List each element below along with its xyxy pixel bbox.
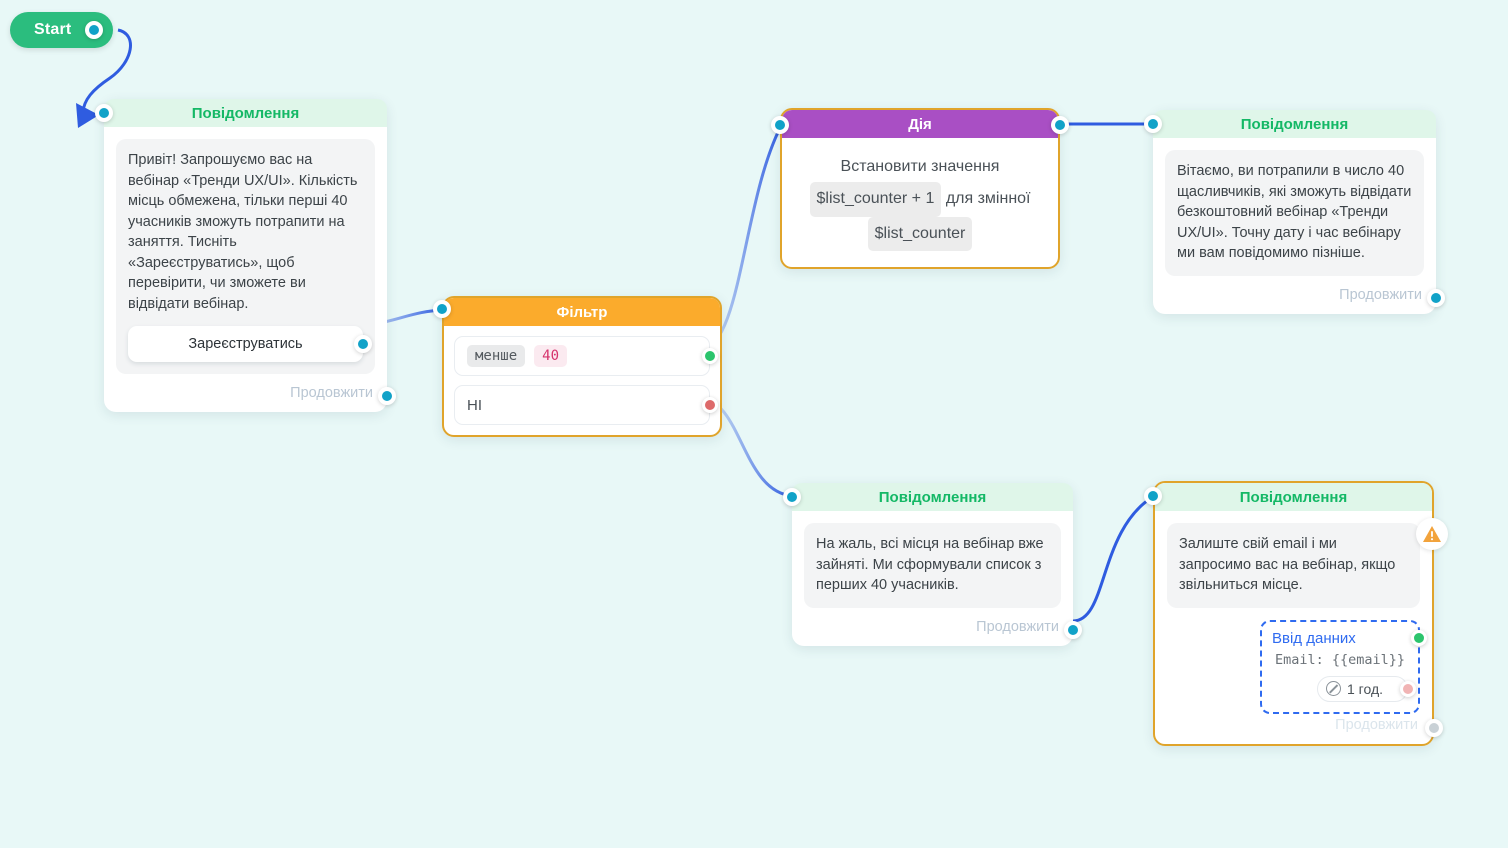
- success-continue-label: Продовжити: [1339, 286, 1422, 303]
- data-input-timeout-chip[interactable]: 1 год.: [1316, 675, 1416, 702]
- wire-full-to-email: [1072, 494, 1155, 623]
- action-body: Встановити значення $list_counter + 1 дл…: [782, 138, 1058, 267]
- filter-row-else[interactable]: НІ: [454, 385, 718, 425]
- welcome-body: Привіт! Запрошуємо вас на вебінар «Тренд…: [116, 139, 375, 374]
- welcome-continue-row[interactable]: Продовжити: [104, 384, 396, 412]
- filter-row-condition[interactable]: менше 40: [454, 336, 718, 376]
- email-continue-row[interactable]: Продовжити: [1155, 716, 1443, 744]
- email-text: Залиште свій email і ми запросимо вас на…: [1179, 536, 1396, 594]
- success-body: Вітаємо, ви потрапили в число 40 щасливч…: [1165, 150, 1424, 276]
- filter-input-port[interactable]: [433, 300, 451, 318]
- email-input-port[interactable]: [1144, 487, 1162, 505]
- no-entry-icon: [1325, 681, 1341, 697]
- welcome-input-port[interactable]: [95, 104, 113, 122]
- action-output-port[interactable]: [1051, 116, 1069, 134]
- welcome-text: Привіт! Запрошуємо вас на вебінар «Тренд…: [128, 152, 358, 313]
- start-label: Start: [34, 21, 72, 38]
- node-success-message[interactable]: Повідомлення Вітаємо, ви потрапили в чис…: [1144, 110, 1445, 314]
- success-continue-port[interactable]: [1427, 288, 1445, 307]
- welcome-header: Повідомлення: [104, 99, 387, 127]
- filter-header: Фільтр: [444, 298, 720, 326]
- email-continue-label: Продовжити: [1335, 716, 1418, 733]
- data-input-title: Ввід данних: [1272, 629, 1356, 647]
- email-body: Залиште свій email і ми запросимо вас на…: [1167, 523, 1420, 608]
- welcome-reply-port[interactable]: [354, 334, 372, 353]
- full-header: Повідомлення: [792, 483, 1073, 511]
- data-input-success-port[interactable]: [1411, 629, 1427, 646]
- action-header: Дія: [782, 110, 1058, 138]
- success-continue-row[interactable]: Продовжити: [1153, 286, 1445, 314]
- filter-operator-tag: менше: [467, 345, 526, 367]
- welcome-reply-label: Зареєструватись: [188, 335, 303, 352]
- full-continue-label: Продовжити: [976, 618, 1059, 635]
- email-header: Повідомлення: [1155, 483, 1432, 511]
- success-header: Повідомлення: [1153, 110, 1436, 138]
- filter-no-port[interactable]: [702, 397, 718, 413]
- full-body: На жаль, всі місця на вебінар вже зайнят…: [804, 523, 1061, 608]
- action-variable: $list_counter: [867, 216, 973, 252]
- action-line-2: для змінної: [945, 190, 1031, 208]
- full-continue-row[interactable]: Продовжити: [792, 618, 1082, 646]
- node-filter[interactable]: Фільтр менше 40 НІ: [433, 296, 722, 437]
- action-expression: $list_counter + 1: [809, 182, 942, 217]
- filter-yes-port[interactable]: [702, 348, 718, 364]
- node-welcome-message[interactable]: Повідомлення Привіт! Запрошуємо вас на в…: [95, 99, 396, 412]
- action-variable-row: $list_counter: [796, 216, 1044, 252]
- start-node[interactable]: Start: [10, 12, 114, 48]
- data-input-timeout-label: 1 год.: [1346, 680, 1383, 697]
- action-expression-row: $list_counter + 1 для змінної: [796, 182, 1044, 217]
- welcome-continue-port[interactable]: [378, 386, 396, 405]
- filter-value-tag: 40: [534, 345, 568, 367]
- node-full-message[interactable]: Повідомлення На жаль, всі місця на вебін…: [783, 483, 1082, 646]
- full-input-port[interactable]: [783, 488, 801, 506]
- node-action[interactable]: Дія Встановити значення $list_counter + …: [771, 108, 1069, 270]
- full-continue-port[interactable]: [1064, 620, 1082, 639]
- success-text: Вітаємо, ви потрапили в число 40 щасливч…: [1177, 163, 1412, 262]
- data-input-field: Email: {{email}}: [1274, 651, 1406, 668]
- welcome-continue-label: Продовжити: [290, 384, 373, 401]
- start-output-port[interactable]: [85, 21, 104, 39]
- filter-rows: менше 40 НІ: [444, 326, 720, 435]
- email-continue-port[interactable]: [1425, 718, 1443, 737]
- success-input-port[interactable]: [1144, 115, 1162, 133]
- action-line-1: Встановити значення: [840, 158, 1000, 175]
- data-input-block[interactable]: Ввід данних Email: {{email}} 1 год.: [1260, 619, 1427, 714]
- node-email-message[interactable]: Повідомлення Залиште свій email і ми зап…: [1144, 481, 1448, 746]
- full-text: На жаль, всі місця на вебінар вже зайнят…: [816, 536, 1044, 594]
- warning-triangle-icon: [1416, 518, 1448, 550]
- welcome-reply-button[interactable]: Зареєструватись: [128, 325, 372, 362]
- data-input-timeout-port[interactable]: [1400, 680, 1416, 697]
- action-input-port[interactable]: [771, 116, 789, 134]
- filter-else-label: НІ: [467, 396, 482, 414]
